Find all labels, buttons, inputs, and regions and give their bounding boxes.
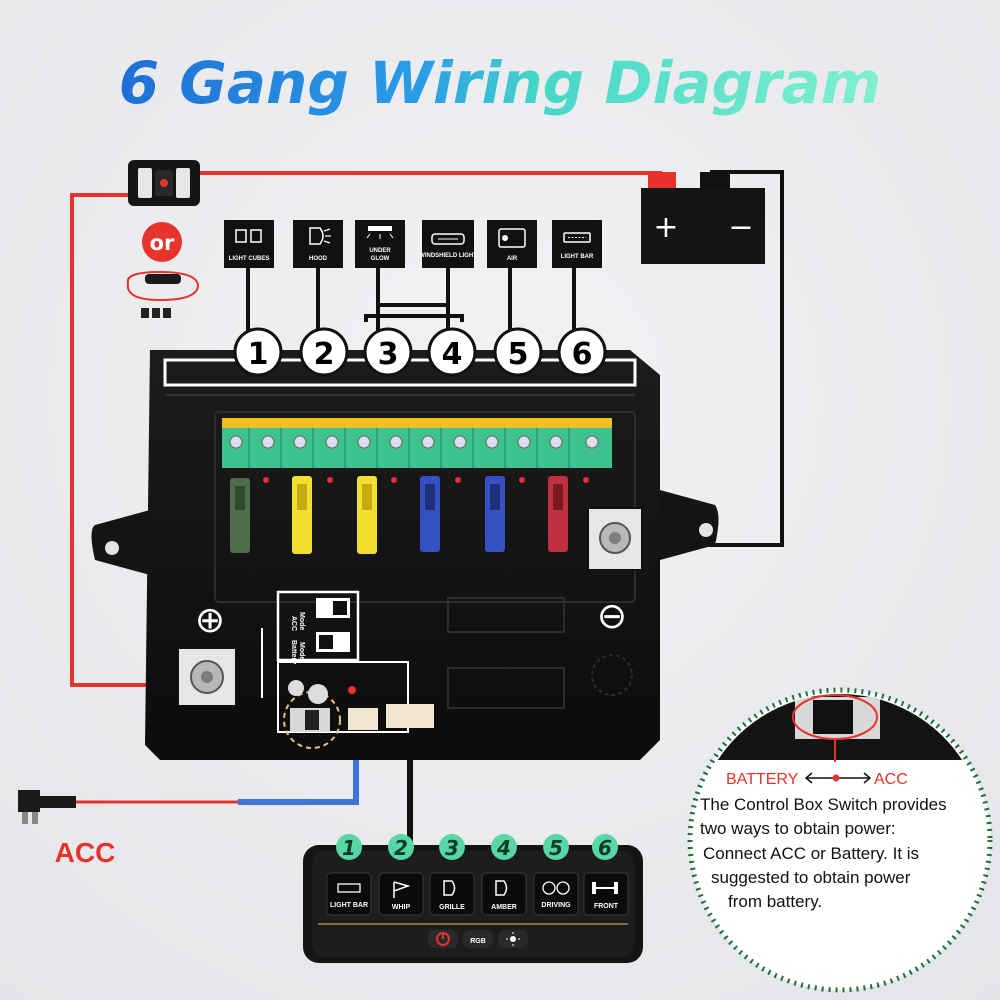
or-label: or bbox=[150, 231, 175, 255]
accessory-air: AIR bbox=[487, 220, 537, 268]
svg-text:HOOD: HOOD bbox=[309, 256, 328, 262]
svg-text:Mode: Mode bbox=[298, 642, 305, 660]
accessory-windshield-light: WINDSHIELD LIGHT bbox=[419, 220, 477, 268]
panel-button-amber[interactable]: AMBER bbox=[481, 872, 527, 916]
acc-label: ACC bbox=[55, 837, 116, 868]
callout-battery-label: BATTERY bbox=[726, 771, 799, 788]
circuit-breaker bbox=[128, 160, 200, 206]
svg-text:Mode: Mode bbox=[298, 612, 305, 630]
main-power-wire bbox=[70, 193, 200, 687]
brightness-button[interactable] bbox=[498, 930, 528, 948]
battery-negative-label: − bbox=[728, 210, 753, 245]
acc-fuse-tap bbox=[18, 790, 76, 824]
accessory-under-glow: UNDER GLOW bbox=[355, 220, 405, 268]
callout-acc-label: ACC bbox=[874, 771, 908, 788]
inline-fuse-holder bbox=[126, 270, 200, 318]
fuses bbox=[230, 476, 589, 554]
connectors bbox=[348, 704, 434, 730]
svg-text:AMBER: AMBER bbox=[491, 904, 517, 911]
rgb-button[interactable]: RGB bbox=[463, 930, 493, 948]
panel-number-6: 6 bbox=[598, 836, 612, 860]
svg-text:WINDSHIELD LIGHT: WINDSHIELD LIGHT bbox=[419, 253, 477, 259]
mode-switch-label-box: ACC Mode Battery Mode bbox=[261, 590, 360, 698]
circuit-number-5: 5 bbox=[508, 337, 529, 372]
vent-circle bbox=[591, 654, 633, 696]
panel-number-4: 4 bbox=[496, 836, 511, 860]
panel-button-driving[interactable]: DRIVING bbox=[533, 872, 579, 916]
callout-line-4: suggested to obtain power bbox=[711, 868, 911, 887]
ground-symbol: ⊖ bbox=[597, 596, 627, 637]
ground-stud bbox=[587, 507, 643, 571]
panel-number-5: 5 bbox=[549, 836, 563, 860]
circuit-number-6: 6 bbox=[572, 337, 593, 372]
or-badge bbox=[142, 222, 182, 262]
accessory-hood: HOOD bbox=[293, 220, 343, 268]
panel-number-2: 2 bbox=[394, 836, 408, 860]
svg-text:AIR: AIR bbox=[507, 256, 518, 262]
acc-battery-switch bbox=[277, 661, 409, 749]
svg-text:WHIP: WHIP bbox=[392, 904, 411, 911]
page-title: 6 Gang Wiring Diagram bbox=[119, 49, 882, 117]
svg-text:DRIVING: DRIVING bbox=[541, 902, 571, 909]
battery: + − bbox=[641, 172, 765, 264]
svg-text:GLOW: GLOW bbox=[371, 256, 390, 262]
panel-button-front[interactable]: FRONT bbox=[583, 872, 629, 916]
panel-slot-lower bbox=[447, 667, 565, 709]
callout-line-1: The Control Box Switch provides bbox=[700, 795, 947, 814]
accessory-light-cubes: LIGHT CUBES bbox=[224, 220, 274, 268]
panel-button-whip[interactable]: WHIP bbox=[378, 872, 424, 916]
svg-text:LIGHT BAR: LIGHT BAR bbox=[561, 254, 594, 260]
positive-symbol: ⊕ bbox=[195, 600, 225, 641]
panel-button-light-bar[interactable]: LIGHT BAR bbox=[326, 872, 372, 916]
panel-number-1: 1 bbox=[342, 836, 356, 860]
battery-positive-wire bbox=[195, 171, 662, 183]
circuit-number-badges: 1 2 3 4 5 6 bbox=[233, 327, 607, 377]
callout-line-2: two ways to obtain power: bbox=[700, 819, 896, 838]
sun-icon bbox=[510, 936, 516, 942]
panel-slot-upper bbox=[447, 597, 565, 633]
svg-text:Battery: Battery bbox=[290, 640, 297, 664]
circuit-number-2: 2 bbox=[314, 337, 335, 372]
callout-line-5: from battery. bbox=[728, 892, 822, 911]
svg-text:LIGHT BAR: LIGHT BAR bbox=[330, 902, 368, 909]
svg-text:ACC: ACC bbox=[290, 616, 297, 631]
svg-text:UNDER: UNDER bbox=[369, 248, 391, 254]
svg-text:LIGHT CUBES: LIGHT CUBES bbox=[229, 256, 270, 262]
panel-button-grille[interactable]: GRILLE bbox=[429, 872, 475, 916]
positive-stud bbox=[177, 647, 237, 707]
circuit-number-3: 3 bbox=[378, 337, 399, 372]
battery-positive-label: + bbox=[653, 210, 678, 245]
terminal-strip bbox=[222, 418, 612, 468]
switch-panel: 1 2 3 4 5 6 LIGHT BAR WHIP GRILLE AMBER bbox=[303, 834, 643, 963]
svg-text:GRILLE: GRILLE bbox=[439, 904, 465, 911]
panel-number-3: 3 bbox=[445, 836, 459, 860]
circuit-number-1: 1 bbox=[248, 337, 269, 372]
callout-line-3: Connect ACC or Battery. It is bbox=[703, 844, 919, 863]
svg-text:FRONT: FRONT bbox=[594, 903, 619, 910]
svg-text:RGB: RGB bbox=[470, 938, 486, 945]
accessory-light-bar: LIGHT BAR bbox=[552, 220, 602, 268]
power-button[interactable] bbox=[428, 930, 458, 948]
circuit-number-4: 4 bbox=[442, 337, 463, 372]
switch-callout: BATTERY ACC The Control Box Switch provi… bbox=[687, 687, 993, 993]
